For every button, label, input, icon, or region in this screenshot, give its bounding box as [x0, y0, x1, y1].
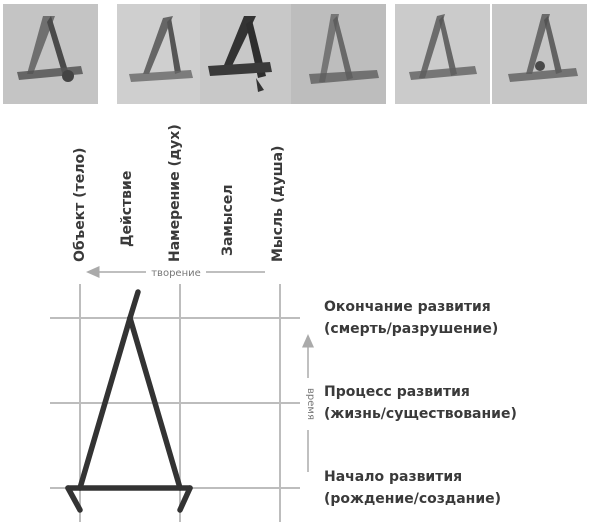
glyph-stroke-foot-right — [177, 485, 193, 513]
glyph-photo-3 — [200, 4, 295, 104]
creation-arrow: творение — [86, 266, 265, 279]
glyph-photo-5 — [395, 4, 490, 104]
row-end-title: Окончание развития — [324, 299, 491, 315]
row-process-title: Процесс развития — [324, 384, 470, 400]
glyph-figure — [65, 289, 193, 513]
glyph-stroke-top — [127, 289, 141, 321]
glyph-stroke-right — [127, 315, 183, 491]
row-start-subtitle: (рождение/создание) — [324, 491, 502, 507]
row-label-start: Начало развития (рождение/создание) — [324, 466, 501, 510]
row-end-subtitle: (смерть/разрушение) — [324, 321, 499, 337]
row-label-process: Процесс развития (жизнь/существование) — [324, 381, 517, 425]
glyph-stroke-foot-left — [65, 485, 83, 513]
creation-label: творение — [151, 268, 201, 279]
row-process-subtitle: (жизнь/существование) — [324, 406, 517, 422]
row-label-end: Окончание развития (смерть/разрушение) — [324, 296, 498, 340]
glyph-photo-2 — [117, 4, 212, 104]
glyph-photo-4 — [291, 4, 386, 104]
glyph-photo-strip — [0, 0, 591, 110]
time-label: время — [305, 388, 316, 420]
glyph-photo-1 — [3, 4, 98, 104]
glyph-stroke-left — [77, 315, 133, 491]
glyph-photo-6 — [492, 4, 587, 104]
time-arrow: время — [302, 334, 316, 472]
row-start-title: Начало развития — [324, 469, 463, 485]
